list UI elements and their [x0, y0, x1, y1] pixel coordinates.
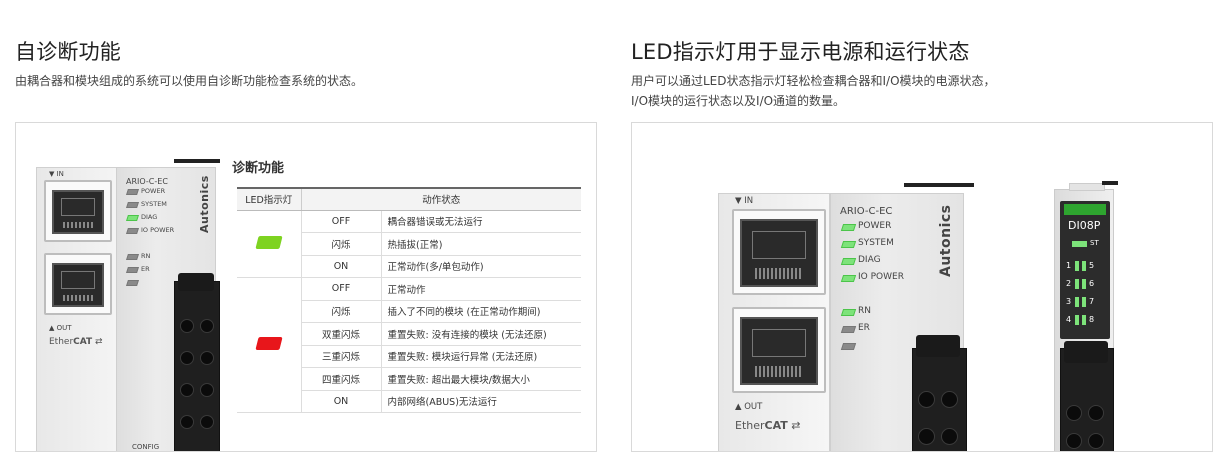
- led-power-label: POWER: [141, 187, 166, 195]
- led-er: [840, 326, 857, 333]
- section-title: 自诊断功能: [15, 40, 121, 64]
- led-rn-label: RN: [141, 252, 151, 260]
- ch7-led: [1082, 297, 1086, 307]
- di08p-name: DI08P: [1068, 219, 1101, 232]
- section-description-line1: 用户可以通过LED状态指示灯轻松检查耦合器和I/O模块的电源状态，: [631, 74, 996, 88]
- coupler-model: ARIO-C-EC: [840, 206, 893, 217]
- ch6-label: 6: [1089, 279, 1095, 288]
- di08p-green-bar: [1064, 204, 1106, 215]
- ethernet-port-out: [44, 253, 112, 315]
- out-label: ▲ OUT: [49, 324, 72, 332]
- ch2-label: 2: [1066, 279, 1072, 288]
- led-system: [126, 202, 139, 208]
- led-rn: [126, 254, 139, 260]
- ch7-label: 7: [1089, 297, 1095, 306]
- ch2-led: [1075, 279, 1079, 289]
- in-label: ▼ IN: [735, 196, 754, 206]
- autonics-logo: Autonics: [938, 204, 954, 277]
- led-diag: [840, 258, 857, 265]
- led-system: [840, 241, 857, 248]
- led-diag-label: DIAG: [141, 213, 158, 221]
- led-io-power-label: IO POWER: [141, 226, 175, 234]
- ethercat-logo: EtherCAT ⇄: [735, 419, 801, 432]
- led-er-label: ER: [141, 265, 150, 273]
- led-blank: [840, 343, 857, 350]
- ch5-led: [1082, 261, 1086, 271]
- led-diag-label: DIAG: [858, 255, 881, 265]
- led-power-label: POWER: [858, 221, 892, 231]
- ch8-led: [1082, 315, 1086, 325]
- green-led-swatch: [237, 210, 302, 278]
- ethercat-logo: EtherCAT ⇄: [49, 337, 103, 347]
- led-power: [840, 224, 857, 231]
- table-row: OFF 正常动作: [237, 277, 581, 413]
- led-system-label: SYSTEM: [141, 200, 167, 208]
- ch8-label: 8: [1089, 315, 1095, 324]
- ch4-label: 4: [1066, 315, 1072, 324]
- diag-table: LED指示灯 动作状态 OFF 耦合器错误或无法运行 闪烁 热插拔(正常) ON…: [237, 187, 581, 413]
- table-row: 双重闪烁 重置失败: 没有连接的模块 (无法还原): [237, 322, 581, 346]
- config-label: CONFIG: [132, 443, 160, 451]
- col-led: LED指示灯: [237, 187, 302, 211]
- in-label: ▼ IN: [49, 170, 64, 178]
- ch3-label: 3: [1066, 297, 1072, 306]
- ch3-led: [1075, 297, 1079, 307]
- led-er: [126, 267, 139, 273]
- ch4-led: [1075, 315, 1079, 325]
- table-row: 闪烁 插入了不同的模块 (在正常动作期间): [237, 300, 581, 323]
- led-system-label: SYSTEM: [858, 238, 894, 248]
- st-led: [1072, 241, 1087, 247]
- table-row: ON 内部网络(ABUS)无法运行: [237, 390, 581, 413]
- led-rn: [840, 309, 857, 316]
- table-row: 闪烁 热插拔(正常): [237, 232, 581, 256]
- ch5-label: 5: [1089, 261, 1095, 270]
- ch1-label: 1: [1066, 261, 1072, 270]
- coupler-model: ARIO-C-EC: [126, 177, 168, 186]
- red-led-swatch: [237, 277, 302, 413]
- col-action: 动作状态: [301, 187, 581, 211]
- ethernet-port-out: [732, 307, 826, 393]
- table-row: ON 正常动作(多/单包动作): [237, 255, 581, 278]
- led-power: [126, 189, 139, 195]
- led-io-power-label: IO POWER: [858, 272, 904, 282]
- st-label: ST: [1090, 239, 1099, 247]
- led-rn-label: RN: [858, 306, 871, 316]
- section-description-line2: I/O模块的运行状态以及I/O通道的数量。: [631, 94, 846, 108]
- diagnosis-image-panel: ▼ IN ▲ OUT EtherCAT ⇄ ARIO-C-EC POWER SY…: [15, 122, 597, 452]
- ch1-led: [1075, 261, 1079, 271]
- diag-title: 诊断功能: [232, 161, 285, 176]
- led-image-panel: ▼ IN ▲ OUT EtherCAT ⇄ ARIO-C-EC POWER SY…: [631, 122, 1213, 452]
- section-title: LED指示灯用于显示电源和运行状态: [631, 40, 970, 64]
- table-row: 三重闪烁 重置失败: 模块运行异常 (无法还原): [237, 345, 581, 368]
- section-description: 由耦合器和模块组成的系统可以使用自诊断功能检查系统的状态。: [15, 74, 364, 88]
- led-blank: [126, 280, 139, 286]
- autonics-logo: Autonics: [198, 175, 211, 233]
- led-io-power: [126, 228, 139, 234]
- ethernet-port-in: [44, 180, 112, 242]
- table-row: 四重闪烁 重置失败: 超出最大模块/数据大小: [237, 367, 581, 391]
- ethernet-port-in: [732, 209, 826, 295]
- led-io-power: [840, 275, 857, 282]
- led-er-label: ER: [858, 323, 870, 333]
- ch6-led: [1082, 279, 1086, 289]
- table-row: OFF 耦合器错误或无法运行: [237, 210, 581, 278]
- led-diag: [126, 215, 139, 221]
- out-label: ▲ OUT: [735, 402, 763, 412]
